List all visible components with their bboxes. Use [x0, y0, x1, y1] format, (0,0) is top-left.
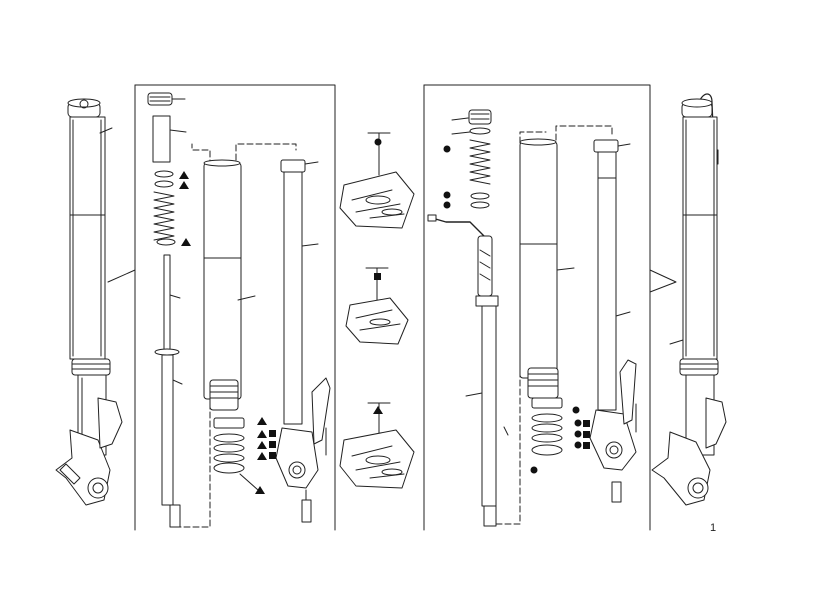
left-outer-tube: [235, 143, 331, 523]
left-inner-tube: [203, 159, 256, 411]
assembled-fork-left: [55, 98, 123, 506]
right-cartridge-exploded: [427, 109, 547, 527]
left-seal-stack: [213, 417, 259, 491]
triangle-markers: [179, 171, 383, 494]
square-markers: [269, 273, 590, 459]
page-number: 1: [710, 522, 717, 534]
kit-bag-circle: [339, 132, 415, 229]
assembled-fork-right: [651, 93, 727, 506]
panel-frames: [107, 84, 677, 531]
right-seal-stack: [531, 397, 563, 456]
left-cartridge-exploded: [147, 92, 211, 528]
right-inner-tube: [519, 138, 575, 399]
kit-bag-square: [345, 267, 409, 345]
right-outer-tube: [555, 125, 637, 503]
circle-markers: [374, 138, 582, 474]
kit-bag-triangle: [339, 402, 415, 489]
